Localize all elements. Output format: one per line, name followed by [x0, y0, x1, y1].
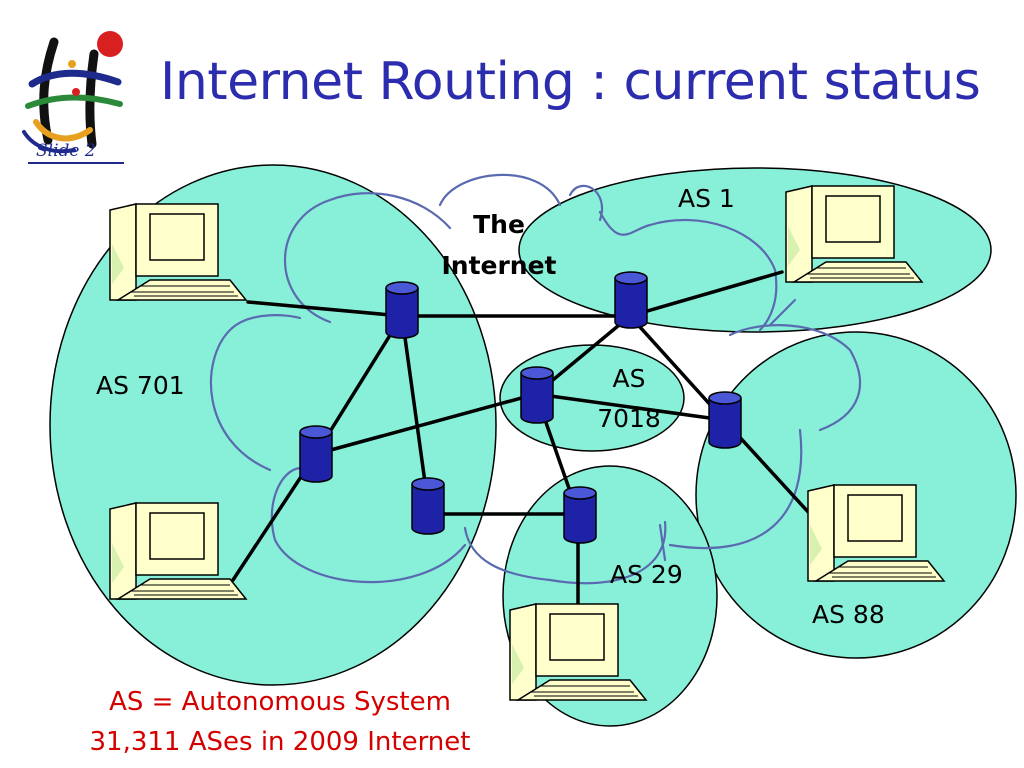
footnote-count: 31,311 ASes in 2009 Internet [89, 727, 471, 757]
as7018-label-line1: AS [612, 364, 646, 393]
router-icon [563, 486, 597, 544]
router-icon [411, 477, 445, 535]
logo-underline [28, 162, 124, 164]
router-icon [385, 281, 419, 339]
as29-label: AS 29 [610, 560, 683, 589]
as1-label: AS 1 [678, 184, 735, 213]
as88-label: AS 88 [812, 600, 885, 629]
internet-label-line1: The [473, 210, 525, 239]
as7018-label-line2: 7018 [597, 404, 661, 433]
as1-region [518, 167, 992, 333]
router-icon [520, 366, 554, 424]
internet-cloud [209, 173, 862, 585]
router-icon [708, 391, 742, 449]
logo-icon [22, 31, 123, 154]
slide-title: Internet Routing : current status [160, 52, 981, 112]
as701-label: AS 701 [96, 371, 185, 400]
slide-number: Slide 2 [36, 141, 96, 161]
router-icon [299, 425, 333, 483]
router-icon [614, 271, 648, 329]
internet-label-line2: Internet [441, 251, 557, 280]
footnote-definition: AS = Autonomous System [109, 687, 451, 717]
